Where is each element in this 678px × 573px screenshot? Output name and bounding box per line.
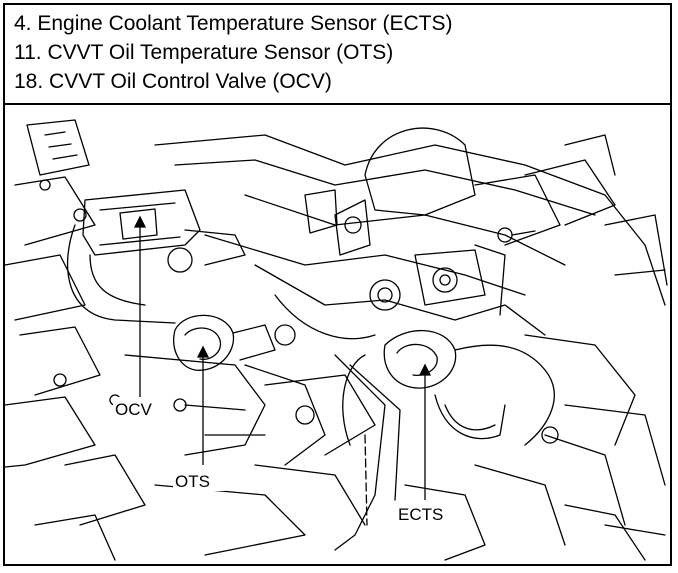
callout-ocv: OCV — [115, 400, 153, 419]
callout-ects: ECTS — [398, 505, 443, 524]
diagram-frame: 4. Engine Coolant Temperature Sensor (EC… — [3, 3, 672, 566]
legend-item-ocv: 18. CVVT Oil Control Valve (OCV) — [14, 70, 332, 93]
engine-line-drawing: OCV OTS ECTS — [5, 119, 668, 561]
legend-item-ects: 4. Engine Coolant Temperature Sensor (EC… — [14, 12, 453, 35]
callout-ots: OTS — [175, 472, 210, 491]
component-legend: 4. Engine Coolant Temperature Sensor (EC… — [5, 5, 670, 105]
legend-item-ots: 11. CVVT Oil Temperature Sensor (OTS) — [14, 41, 394, 64]
